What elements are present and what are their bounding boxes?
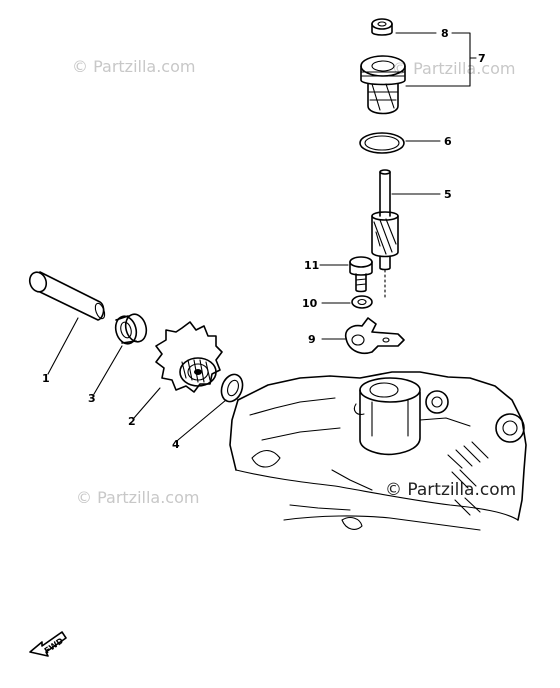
callout-11: 11 (304, 259, 319, 272)
fwd-label: FWD (43, 636, 66, 656)
watermark-bottom-left: © Partzilla.com (76, 488, 199, 507)
part-10-washer (351, 295, 373, 309)
part-1-shaft (28, 271, 106, 321)
callout-10: 10 (302, 297, 318, 310)
part-7-housing (360, 55, 406, 115)
callout-2: 2 (128, 415, 136, 428)
part-8-seal (371, 18, 393, 36)
watermark-bottom-right: © Partzilla.com (385, 480, 516, 500)
watermark-top-left: © Partzilla.com (72, 57, 195, 76)
part-6-o-ring (359, 132, 405, 154)
callout-7: 7 (478, 52, 486, 65)
callout-9: 9 (308, 333, 316, 346)
part-2-gear (155, 321, 223, 393)
callout-4: 4 (172, 438, 180, 451)
callout-1: 1 (42, 372, 50, 385)
callout-6: 6 (444, 135, 452, 148)
part-11-bolt (349, 256, 373, 293)
watermark-top-right: © Partzilla.com (392, 59, 515, 78)
fwd-arrow-icon: FWD (29, 631, 67, 657)
leader-lines (47, 32, 477, 441)
part-3-bushing (114, 313, 148, 345)
lower-unit-housing (229, 371, 527, 531)
callout-3: 3 (88, 392, 96, 405)
callout-8: 8 (441, 27, 449, 40)
callout-5: 5 (444, 188, 452, 201)
part-4-washer (220, 373, 244, 403)
part-9-retainer (344, 317, 405, 354)
part-5-driven-shaft (371, 169, 399, 301)
